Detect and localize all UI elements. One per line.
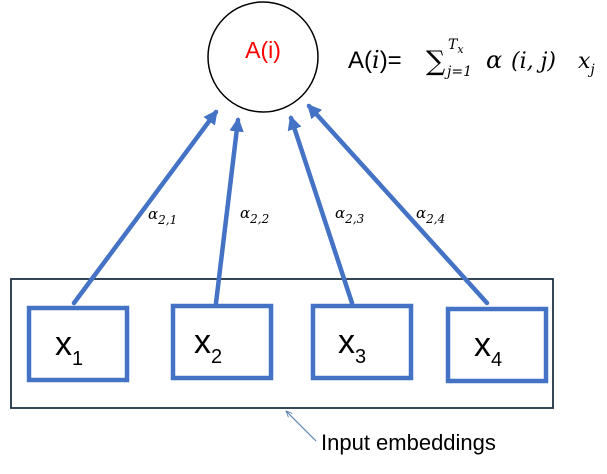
svg-text:A(i)=: A(i)= <box>348 46 402 74</box>
attention-formula: A(i)= ∑ Tx j=1 α (i, j) xj <box>348 37 595 80</box>
formula-sum-upper-base: T <box>448 37 459 53</box>
input-box-4 <box>445 306 549 384</box>
formula-alpha: α <box>486 46 502 74</box>
formula-lhs-var: i <box>372 46 380 74</box>
input-label-2: x2 <box>194 323 222 368</box>
container-caption: Input embeddings <box>321 430 496 455</box>
svg-text:xj: xj <box>578 49 595 78</box>
weight-label-3: α2,3 <box>335 204 365 226</box>
formula-lhs-close: )= <box>380 47 402 74</box>
attention-arrow-4 <box>306 103 490 306</box>
weight-label-1: α2,1 <box>148 205 177 227</box>
output-node <box>207 1 319 113</box>
attention-arrow-2 <box>213 117 244 306</box>
input-box-2 <box>170 303 274 381</box>
formula-sum-upper-sub: x <box>457 43 464 56</box>
formula-sum-lower: j=1 <box>444 64 472 80</box>
svg-text:Tx: Tx <box>448 37 464 56</box>
input-label-3: x3 <box>338 323 366 368</box>
attention-arrow-3 <box>287 115 355 306</box>
input-box-3 <box>310 303 414 381</box>
caption-pointer <box>286 411 317 442</box>
weight-label-2: α2,2 <box>240 204 269 226</box>
formula-x-sub: j <box>587 62 595 78</box>
input-label-1: x1 <box>55 325 83 370</box>
formula-args: (i, j) <box>511 49 556 74</box>
input-embeddings-container <box>10 278 554 409</box>
output-node-label: A(i) <box>245 37 281 63</box>
weight-label-4: α2,4 <box>416 204 445 226</box>
formula-lhs-name: A( <box>348 47 372 74</box>
formula-x-base: x <box>578 49 591 74</box>
attention-arrow-1 <box>71 109 219 306</box>
formula-sum-symbol: ∑ <box>426 46 445 77</box>
input-box-1 <box>26 305 130 383</box>
input-label-4: x4 <box>474 326 502 371</box>
